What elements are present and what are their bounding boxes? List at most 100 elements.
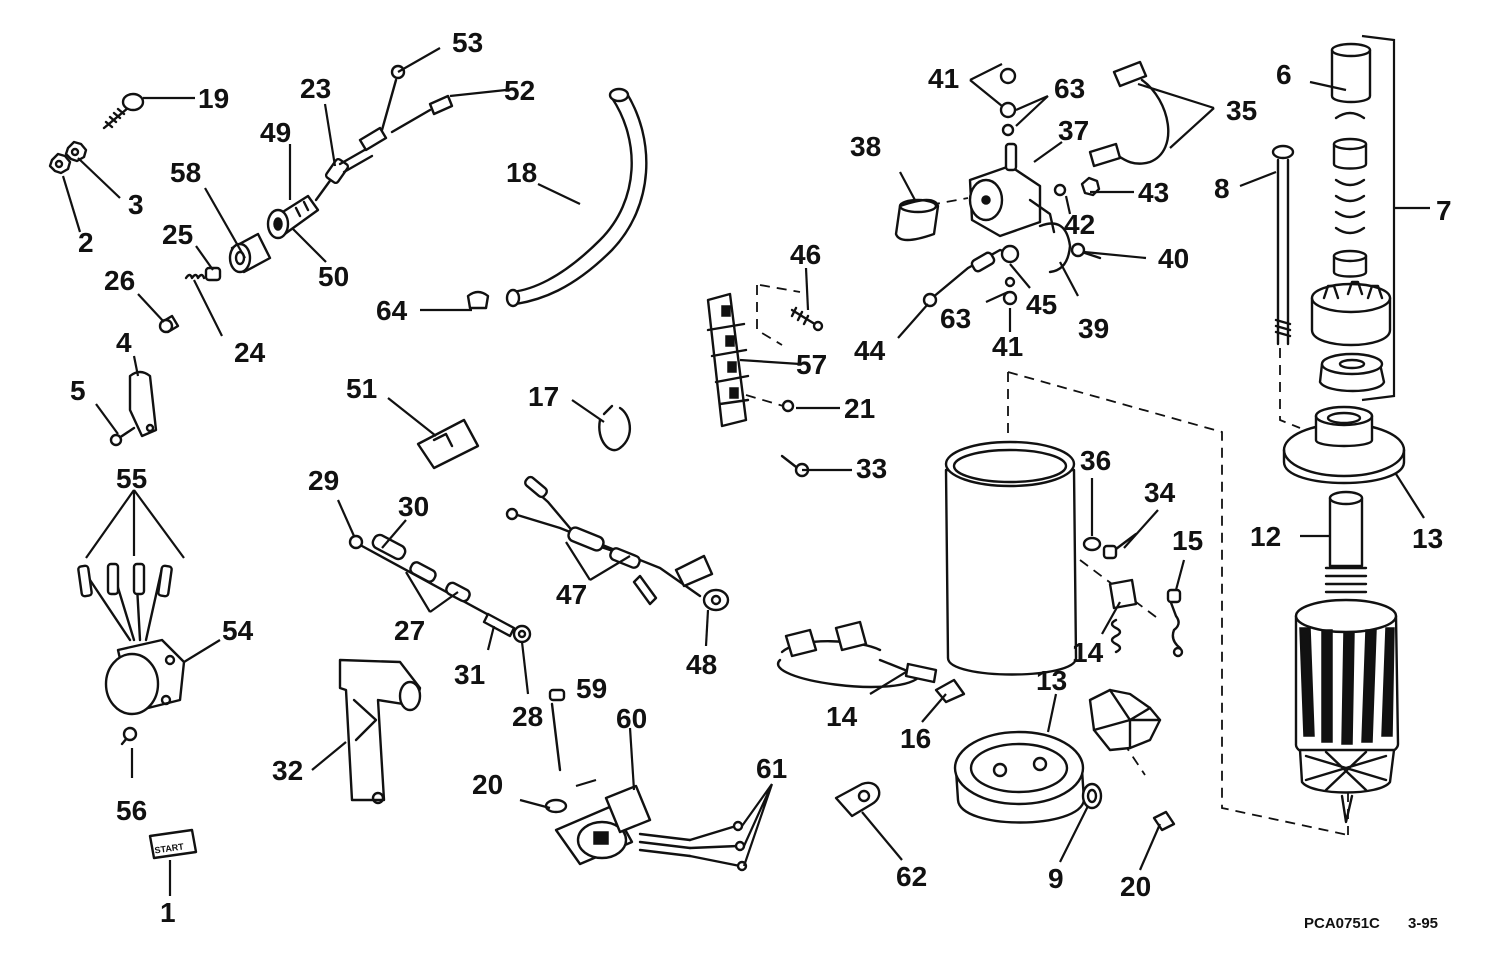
callout-48: 48: [686, 649, 717, 680]
callout-20-nut: 20: [1120, 871, 1151, 902]
callout-33: 33: [856, 453, 887, 484]
part-cable-27: [348, 533, 532, 644]
callout-43: 43: [1138, 177, 1169, 208]
callout-64: 64: [376, 295, 408, 326]
callout-24: 24: [234, 337, 266, 368]
callout-53: 53: [452, 27, 483, 58]
part-bolts-34-36-15: [1082, 532, 1184, 658]
part-armature-12: [1294, 490, 1400, 824]
callout-62: 62: [896, 861, 927, 892]
part-plunger-25-24-26: [158, 266, 222, 334]
callout-29: 29: [308, 465, 339, 496]
part-hose-18: [466, 87, 648, 310]
callout-7: 7: [1436, 195, 1452, 226]
part-clip-62: [834, 781, 881, 818]
callout-44: 44: [854, 335, 886, 366]
callout-32: 32: [272, 755, 303, 786]
part-screws-46-21-33: [780, 306, 824, 478]
part-connector-49-50: [266, 64, 454, 240]
callout-15: 15: [1172, 525, 1203, 556]
callout-19: 19: [198, 83, 229, 114]
callout-25: 25: [162, 219, 193, 250]
callout-9: 9: [1048, 863, 1064, 894]
callout-5: 5: [70, 375, 86, 406]
callout-16: 16: [900, 723, 931, 754]
callout-39: 39: [1078, 313, 1109, 344]
part-solenoid-54: [77, 562, 186, 746]
callout-63-top: 63: [1054, 73, 1085, 104]
callout-6: 6: [1276, 59, 1292, 90]
part-bracket-32: [338, 658, 422, 805]
callout-41-top: 41: [928, 63, 959, 94]
callout-13-endcap: 13: [1036, 665, 1067, 696]
part-bushing-58: [228, 232, 272, 274]
part-screw-19: [102, 92, 145, 130]
callout-13-housing: 13: [1412, 523, 1443, 554]
callout-49: 49: [260, 117, 291, 148]
callout-57: 57: [796, 349, 827, 380]
part-start-plate-1: START: [148, 828, 198, 860]
part-cable-47: [505, 475, 730, 612]
start-label: START: [154, 841, 185, 855]
part-solenoid-37: [894, 67, 1102, 308]
callout-63-bottom: 63: [940, 303, 971, 334]
revision-code: 3-95: [1408, 915, 1438, 932]
callout-45: 45: [1026, 289, 1057, 320]
callout-34: 34: [1144, 477, 1176, 508]
part-switch-60: [544, 688, 748, 872]
leader-lines: [61, 47, 1425, 896]
callout-18: 18: [506, 157, 537, 188]
drawing-code-block: PCA0751C 3-95: [1304, 915, 1438, 932]
callout-52: 52: [504, 75, 535, 106]
callout-41-bottom: 41: [992, 331, 1023, 362]
callout-4: 4: [116, 327, 132, 358]
callout-35: 35: [1226, 95, 1257, 126]
callouts: 1 2 3 4 5 6 7 8 9 12 13 13 14 14 15 16 1…: [70, 27, 1452, 928]
part-tie-strap-17: [598, 404, 631, 452]
callout-54: 54: [222, 615, 254, 646]
callout-40: 40: [1158, 243, 1189, 274]
callout-42: 42: [1064, 209, 1095, 240]
callout-17: 17: [528, 381, 559, 412]
part-field-frame: [944, 440, 1078, 676]
callout-61: 61: [756, 753, 787, 784]
callout-38: 38: [850, 131, 881, 162]
callout-37: 37: [1058, 115, 1089, 146]
callout-14-right: 14: [1072, 637, 1104, 668]
callout-58: 58: [170, 157, 201, 188]
callout-31: 31: [454, 659, 485, 690]
part-end-cap-13: [934, 678, 1176, 832]
callout-8: 8: [1214, 173, 1230, 204]
callout-30: 30: [398, 491, 429, 522]
callout-28: 28: [512, 701, 543, 732]
callout-56: 56: [116, 795, 147, 826]
callout-23: 23: [300, 73, 331, 104]
callout-21: 21: [844, 393, 875, 424]
part-washers-2-3: [48, 140, 88, 175]
callout-3: 3: [128, 189, 144, 220]
callout-27: 27: [394, 615, 425, 646]
part-lead-35: [1088, 60, 1170, 168]
callout-14-left: 14: [826, 701, 858, 732]
part-pad-51: [416, 418, 480, 470]
callout-20-switch: 20: [472, 769, 503, 800]
part-terminal-block-57: [706, 292, 750, 428]
part-clip-4-5: [109, 370, 158, 447]
callout-36: 36: [1080, 445, 1111, 476]
part-drive-housing-13: [1282, 405, 1406, 485]
callout-50: 50: [318, 261, 349, 292]
callout-2: 2: [78, 227, 94, 258]
callout-60: 60: [616, 703, 647, 734]
callout-1: 1: [160, 897, 176, 928]
callout-47: 47: [556, 579, 587, 610]
callout-26: 26: [104, 265, 135, 296]
part-brushes-14: [776, 578, 1138, 689]
callout-59: 59: [576, 673, 607, 704]
callout-51: 51: [346, 373, 377, 404]
callout-46: 46: [790, 239, 821, 270]
callout-12: 12: [1250, 521, 1281, 552]
callout-55: 55: [116, 463, 147, 494]
drawing-code: PCA0751C: [1304, 915, 1380, 932]
